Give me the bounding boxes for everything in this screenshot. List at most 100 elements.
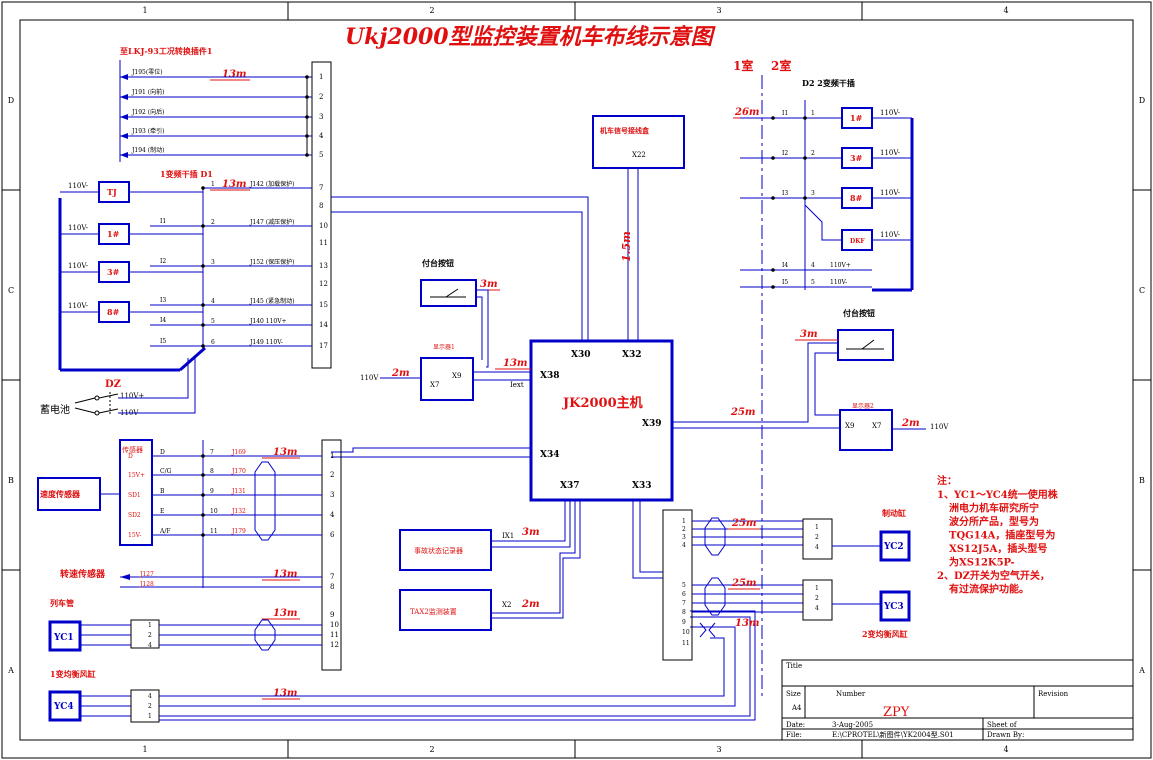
- d2-box-label: 1#: [850, 113, 863, 123]
- row-label: A: [1138, 666, 1145, 675]
- lkj-arrow: [120, 114, 128, 120]
- yc3-length: 25m: [731, 578, 757, 589]
- rc-pin: 10: [682, 629, 690, 636]
- lkj-pin: 1: [319, 73, 323, 81]
- lkj-pin: 3: [319, 113, 323, 121]
- notes-line: 波分所产品，型号为: [949, 515, 1039, 528]
- port-x33: X33: [632, 481, 652, 491]
- yc3-len13: 13m: [735, 618, 760, 629]
- row-label: A: [7, 666, 14, 675]
- tp-jpin: 11: [330, 631, 339, 639]
- lkj-arrow: [120, 152, 128, 158]
- speed-left: SD2: [128, 512, 141, 519]
- yc2-box: YC2: [883, 542, 904, 552]
- lkj-wire-label: J191 (向前): [131, 88, 164, 96]
- room2-label: 2室: [771, 58, 791, 73]
- speed-num: 7: [210, 449, 214, 456]
- d2-box-label: DKF: [850, 238, 865, 245]
- speed-left: SD1: [128, 492, 141, 499]
- d1-num: 1: [211, 181, 215, 188]
- col-label: 3: [716, 745, 721, 754]
- rot-wire-label: J127: [139, 571, 154, 578]
- speed-wire-label: J132: [231, 508, 246, 515]
- speed-num: 10: [210, 508, 218, 515]
- d2-tap: I2: [782, 150, 788, 157]
- tp-pin: 4: [148, 642, 152, 649]
- lkj-length: 13m: [222, 69, 247, 80]
- d1-dot: [201, 323, 205, 327]
- disp1-volt: 110V: [360, 374, 379, 382]
- speed-mid: D: [160, 449, 165, 456]
- rc-pin: 11: [682, 640, 690, 647]
- rot-label: 转速传感器: [60, 568, 106, 580]
- disp1-len: 2m: [391, 368, 410, 379]
- tp-jpin: 9: [330, 611, 334, 619]
- d1-dot: [201, 224, 205, 228]
- disp1-len2: 13m: [503, 358, 528, 369]
- yc2-pin: 4: [815, 544, 819, 551]
- yc4-pin: 4: [148, 693, 152, 700]
- d2-volt: 110V-: [880, 231, 901, 239]
- port-x30: X30: [571, 350, 591, 360]
- signal-box-section: 机车信号接线盒 X22 1.5m: [592, 115, 685, 341]
- speed-pin: 6: [330, 531, 335, 539]
- yc4-pin: 2: [148, 703, 152, 710]
- d2-dot: [803, 116, 807, 120]
- rc-pin: 1: [682, 518, 686, 525]
- display2-section: 显示器2 X9 X7 25m 2m 110V: [672, 403, 949, 451]
- signal-box-label: 机车信号接线盒: [600, 126, 650, 135]
- d1-box-volt: 110V-: [68, 302, 89, 310]
- speed-left: D: [128, 453, 133, 460]
- lkj-arrow: [120, 94, 128, 100]
- lkj-pin: 4: [319, 132, 324, 140]
- tax-length: 2m: [521, 599, 540, 610]
- d2-tap: I3: [782, 190, 788, 197]
- d1-pin: 14: [319, 321, 328, 329]
- d1-box-label: 3#: [107, 267, 120, 277]
- diagram-title: Ukj2000型监控装置机车布线示意图: [345, 24, 717, 50]
- d2-num: 1: [811, 110, 815, 117]
- recorder-section: 事故状态记录器 IX1 3m TAX2监测装置 X2 2m: [399, 500, 581, 631]
- d2-length: 26m: [734, 107, 760, 118]
- speed-num: 9: [210, 488, 214, 495]
- speed-dot: [201, 513, 205, 517]
- disp1-x7: X7: [430, 381, 439, 389]
- d1-pin: 7: [319, 184, 323, 192]
- d2-dot: [771, 116, 775, 120]
- tb-file-val: E:\CPROTEL\新图件\YK2004型.S01: [832, 730, 954, 739]
- d1-box-volt: 110V-: [68, 262, 89, 270]
- speed-wire-label: J179: [231, 528, 246, 535]
- col-label: 3: [716, 6, 721, 15]
- port-x39: X39: [642, 419, 662, 429]
- room1-label: 1室: [733, 58, 753, 73]
- tb-revision: Revision: [1038, 690, 1069, 698]
- d1-box-label: 8#: [107, 307, 120, 317]
- yc3-label: 2变均衡风缸: [862, 629, 908, 639]
- tb-size-val: A4: [791, 704, 802, 712]
- d2-extra-volt: 110V+: [830, 262, 851, 269]
- d2-extra-tap: I4: [782, 262, 788, 269]
- lkj-pin: 5: [319, 151, 323, 159]
- jk2000-main-unit: JK2000主机 X30 X32 X38 X34 X39 X37 X33: [529, 339, 674, 502]
- tp-jpin: 10: [330, 621, 339, 629]
- row-label: B: [1139, 476, 1145, 485]
- speed-label: 速度传感器: [40, 489, 81, 499]
- disp2-volt: 110V: [930, 423, 949, 431]
- train-pipe-length: 13m: [273, 608, 298, 619]
- row-label: D: [1139, 96, 1145, 105]
- port-x34: X34: [540, 450, 560, 460]
- tb-date-val: 3-Aug-2005: [832, 721, 873, 729]
- tb-size: Size: [786, 690, 801, 698]
- tp-pin: 2: [148, 632, 152, 639]
- recorder-label: 事故状态记录器: [414, 546, 463, 555]
- d2-extra-tap: I5: [782, 279, 788, 286]
- d1-pin: 11: [319, 239, 328, 247]
- rot-pin: 7: [330, 573, 334, 581]
- rc-pin: 8: [682, 609, 686, 616]
- d1-wire-label: J149 110V-: [249, 339, 283, 346]
- speed-mid: A/F: [159, 528, 171, 535]
